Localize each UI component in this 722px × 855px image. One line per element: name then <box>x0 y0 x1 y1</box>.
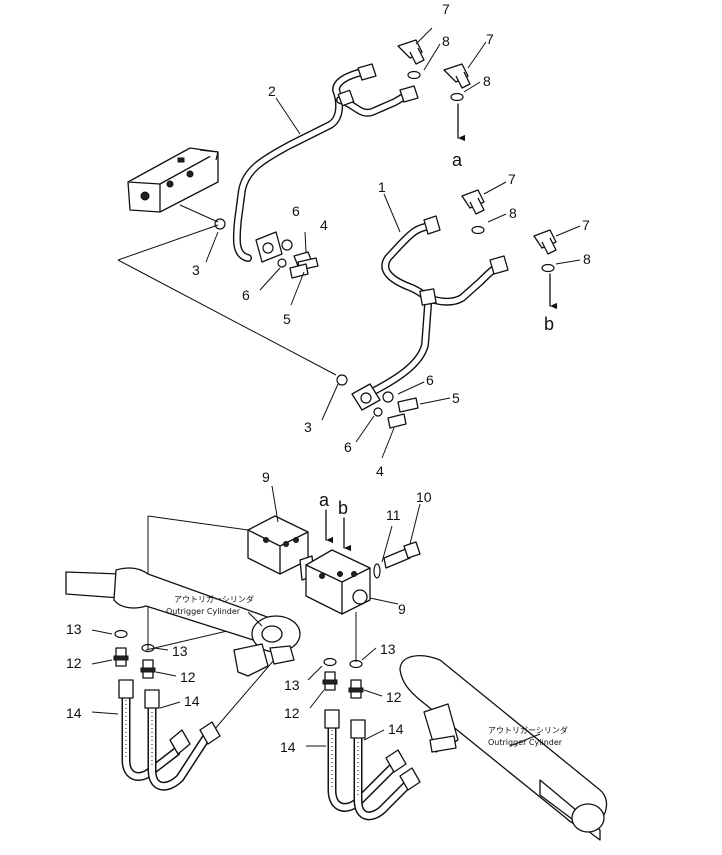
label-part-10: 10 <box>416 489 432 505</box>
label-part-3: 3 <box>304 419 312 435</box>
valve-block-top <box>127 147 219 213</box>
label-part-6: 6 <box>344 439 352 455</box>
block-9-left <box>247 515 315 581</box>
label-part-8: 8 <box>483 73 491 89</box>
label-part-12: 12 <box>180 669 196 685</box>
label-part-13: 13 <box>66 621 82 637</box>
label-part-6: 6 <box>242 287 250 303</box>
leader-line-block <box>117 204 337 376</box>
label-part-14: 14 <box>388 721 404 737</box>
label-block-a: a <box>319 490 330 510</box>
cylinder-right-en: Outrigger Cylinder <box>488 738 563 747</box>
label-part-1: 1 <box>378 179 386 195</box>
label-part-13: 13 <box>380 641 396 657</box>
hoses-left <box>118 679 221 791</box>
label-block-b: b <box>338 498 348 518</box>
leader-line-right <box>213 612 357 731</box>
label-part-12: 12 <box>66 655 82 671</box>
label-part-13: 13 <box>172 643 188 659</box>
label-part-8: 8 <box>442 33 450 49</box>
left-fittings <box>113 629 156 679</box>
outrigger-cylinder-right <box>399 655 608 841</box>
label-part-5: 5 <box>452 390 460 406</box>
label-part-14: 14 <box>184 693 200 709</box>
label-part-13: 13 <box>284 677 300 693</box>
bolt-10-washer-11 <box>373 541 421 579</box>
cylinder-right-jp: アウトリガーシリンダ <box>488 725 568 735</box>
label-part-6: 6 <box>426 372 434 388</box>
pipe-1 <box>351 215 509 411</box>
label-part-7: 7 <box>582 217 590 233</box>
label-part-12: 12 <box>386 689 402 705</box>
label-part-11: 11 <box>386 507 401 523</box>
cylinder-left-jp: アウトリガーシリンダ <box>174 594 254 604</box>
label-part-14: 14 <box>66 705 82 721</box>
label-part-3: 3 <box>192 262 200 278</box>
label-part-7: 7 <box>486 31 494 47</box>
label-part-6: 6 <box>292 203 300 219</box>
label-part-9: 9 <box>398 601 406 617</box>
label-part-4: 4 <box>376 463 384 479</box>
pipe-2 <box>232 63 419 263</box>
block-9-right <box>305 549 371 615</box>
cylinder-left-en: Outrigger Cylinder <box>166 607 241 616</box>
label-part-12: 12 <box>284 705 300 721</box>
label-part-9: 9 <box>262 469 270 485</box>
hoses-right <box>324 709 421 821</box>
part-labels: 1 2 3 3 4 4 5 5 6 6 6 6 7 7 7 7 8 8 8 8 … <box>66 1 591 755</box>
elbow-fittings <box>397 39 558 310</box>
label-arrow-a: a <box>452 150 463 170</box>
label-part-8: 8 <box>509 205 517 221</box>
label-part-7: 7 <box>508 171 516 187</box>
label-part-14: 14 <box>280 739 296 755</box>
label-part-2: 2 <box>268 83 276 99</box>
label-part-5: 5 <box>283 311 291 327</box>
outrigger-cylinder-left <box>65 567 301 677</box>
label-leaders <box>91 27 581 747</box>
cylinder-labels: アウトリガーシリンダ Outrigger Cylinder アウトリガーシリンダ… <box>166 594 568 747</box>
label-part-8: 8 <box>583 251 591 267</box>
label-part-7: 7 <box>442 1 450 17</box>
washers-bolts-top <box>214 218 419 429</box>
right-fittings <box>322 657 364 699</box>
label-arrow-b: b <box>544 314 554 334</box>
label-part-4: 4 <box>320 217 328 233</box>
